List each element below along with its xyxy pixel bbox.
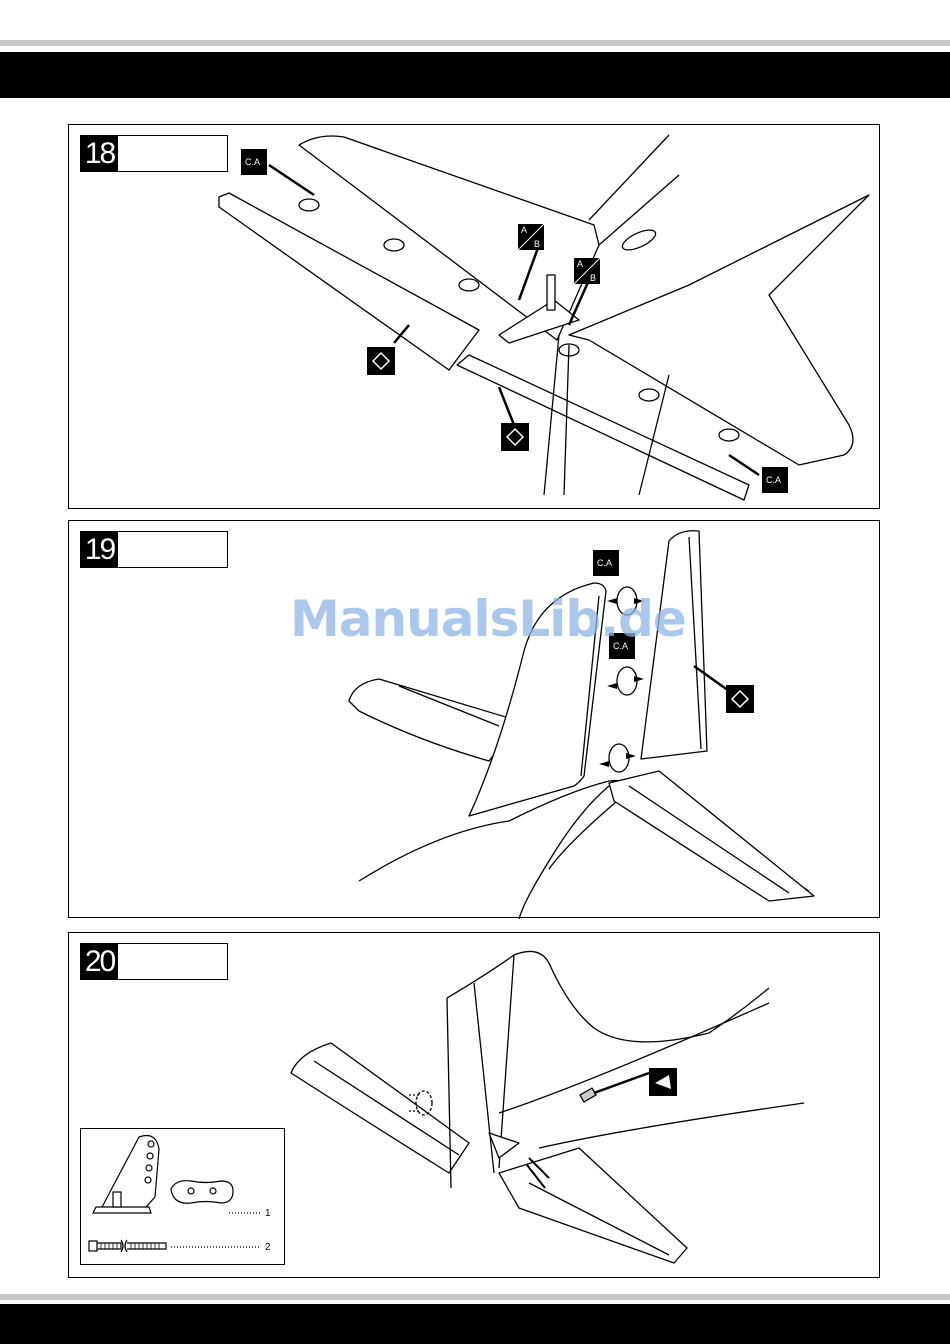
glue-icon: C.A	[241, 149, 267, 175]
svg-text:C.A: C.A	[245, 157, 260, 167]
footer-band	[0, 1304, 950, 1344]
watermark: ManualsLib.de	[290, 590, 686, 648]
svg-text:A: A	[577, 259, 583, 269]
glue-icon: C.A	[593, 550, 619, 576]
rudder-assembly-illustration: C.A C.A	[69, 521, 881, 919]
svg-text:B: B	[534, 239, 540, 249]
svg-text:B: B	[590, 273, 596, 283]
drill-icon	[649, 1068, 677, 1096]
hinge-flex-icon	[726, 685, 754, 713]
svg-text:C.A: C.A	[766, 475, 781, 485]
hinge-flex-icon	[501, 423, 529, 451]
part-label-2: 2	[265, 1242, 271, 1253]
header-band	[0, 52, 950, 98]
step-19-panel: 19	[68, 520, 880, 918]
hinge-flex-icon	[367, 347, 395, 375]
glue-icon: C.A	[762, 467, 788, 493]
parts-illustration	[81, 1129, 286, 1266]
footer-stripe	[0, 1294, 950, 1300]
svg-text:C.A: C.A	[597, 558, 612, 568]
epoxy-icon: A B	[518, 224, 544, 250]
epoxy-icon: A B	[574, 258, 600, 284]
tailplane-assembly-illustration: C.A A B A B C.A	[69, 125, 881, 510]
part-label-1: 1	[265, 1208, 271, 1219]
step-18-panel: 18	[68, 124, 880, 509]
header-stripe	[0, 40, 950, 46]
parts-box: 1 2	[80, 1128, 285, 1265]
svg-text:A: A	[521, 225, 527, 235]
